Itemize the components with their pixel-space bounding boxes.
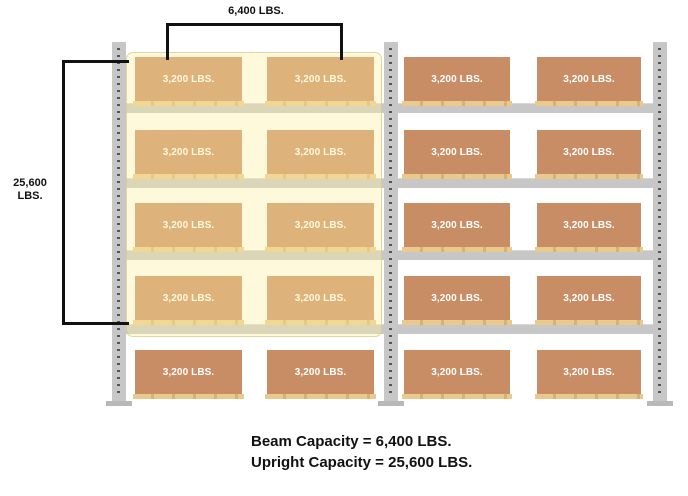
pallet-base (265, 394, 376, 399)
rack-beam (126, 250, 384, 260)
pallet-box: 3,200 LBS. (537, 203, 641, 247)
pallet-box: 3,200 LBS. (267, 276, 374, 320)
pallet-base (265, 101, 376, 106)
pallet-box: 3,200 LBS. (267, 350, 374, 394)
pallet-base (402, 247, 512, 252)
upright-load-label: 25,600 LBS. (6, 177, 54, 203)
upright-hole-pattern (389, 48, 392, 396)
rack-upright (653, 42, 667, 402)
pallet-box: 3,200 LBS. (135, 203, 242, 247)
upright-load-bracket (62, 60, 129, 325)
pallet-box: 3,200 LBS. (537, 350, 641, 394)
pallet-box: 3,200 LBS. (404, 130, 510, 174)
upright-base-plate (378, 401, 404, 406)
highlighted-load-zone (126, 52, 382, 337)
upright-load-value: 25,600 (13, 177, 47, 189)
beam-load-label: 6,400 LBS. (228, 5, 284, 17)
pallet-base (402, 101, 512, 106)
upright-base-plate (647, 401, 673, 406)
beam-load-bracket (166, 23, 343, 60)
pallet-box: 3,200 LBS. (404, 203, 510, 247)
rack-beam (126, 324, 384, 334)
pallet-base (265, 247, 376, 252)
pallet-box: 3,200 LBS. (135, 276, 242, 320)
pallet-base (133, 101, 244, 106)
pallet-base (402, 174, 512, 179)
pallet-box: 3,200 LBS. (537, 276, 641, 320)
pallet-box: 3,200 LBS. (404, 57, 510, 101)
pallet-box: 3,200 LBS. (404, 276, 510, 320)
rack-beam (398, 178, 653, 188)
upright-load-unit: LBS. (17, 190, 43, 202)
pallet-base (402, 394, 512, 399)
pallet-base (133, 247, 244, 252)
upright-hole-pattern (658, 48, 661, 396)
pallet-base (265, 320, 376, 325)
pallet-box: 3,200 LBS. (267, 130, 374, 174)
pallet-box: 3,200 LBS. (404, 350, 510, 394)
pallet-base (535, 101, 643, 106)
rack-upright (112, 42, 126, 402)
pallet-base (133, 394, 244, 399)
pallet-box: 3,200 LBS. (537, 130, 641, 174)
pallet-box: 3,200 LBS. (267, 203, 374, 247)
rack-beam (398, 103, 653, 113)
rack-upright (384, 42, 398, 402)
pallet-base (535, 320, 643, 325)
pallet-base (265, 174, 376, 179)
pallet-box: 3,200 LBS. (135, 57, 242, 101)
pallet-box: 3,200 LBS. (537, 57, 641, 101)
upright-hole-pattern (117, 48, 120, 396)
upright-capacity-caption: Upright Capacity = 25,600 LBS. (251, 454, 473, 471)
rack-beam (126, 178, 384, 188)
beam-capacity-caption: Beam Capacity = 6,400 LBS. (251, 433, 452, 450)
pallet-base (535, 247, 643, 252)
upright-base-plate (106, 401, 132, 406)
pallet-base (133, 174, 244, 179)
pallet-box: 3,200 LBS. (135, 350, 242, 394)
pallet-base (133, 320, 244, 325)
rack-beam (398, 324, 653, 334)
rack-beam (398, 250, 653, 260)
pallet-base (402, 320, 512, 325)
pallet-base (535, 394, 643, 399)
pallet-box: 3,200 LBS. (135, 130, 242, 174)
pallet-base (535, 174, 643, 179)
pallet-box: 3,200 LBS. (267, 57, 374, 101)
rack-beam (126, 103, 384, 113)
